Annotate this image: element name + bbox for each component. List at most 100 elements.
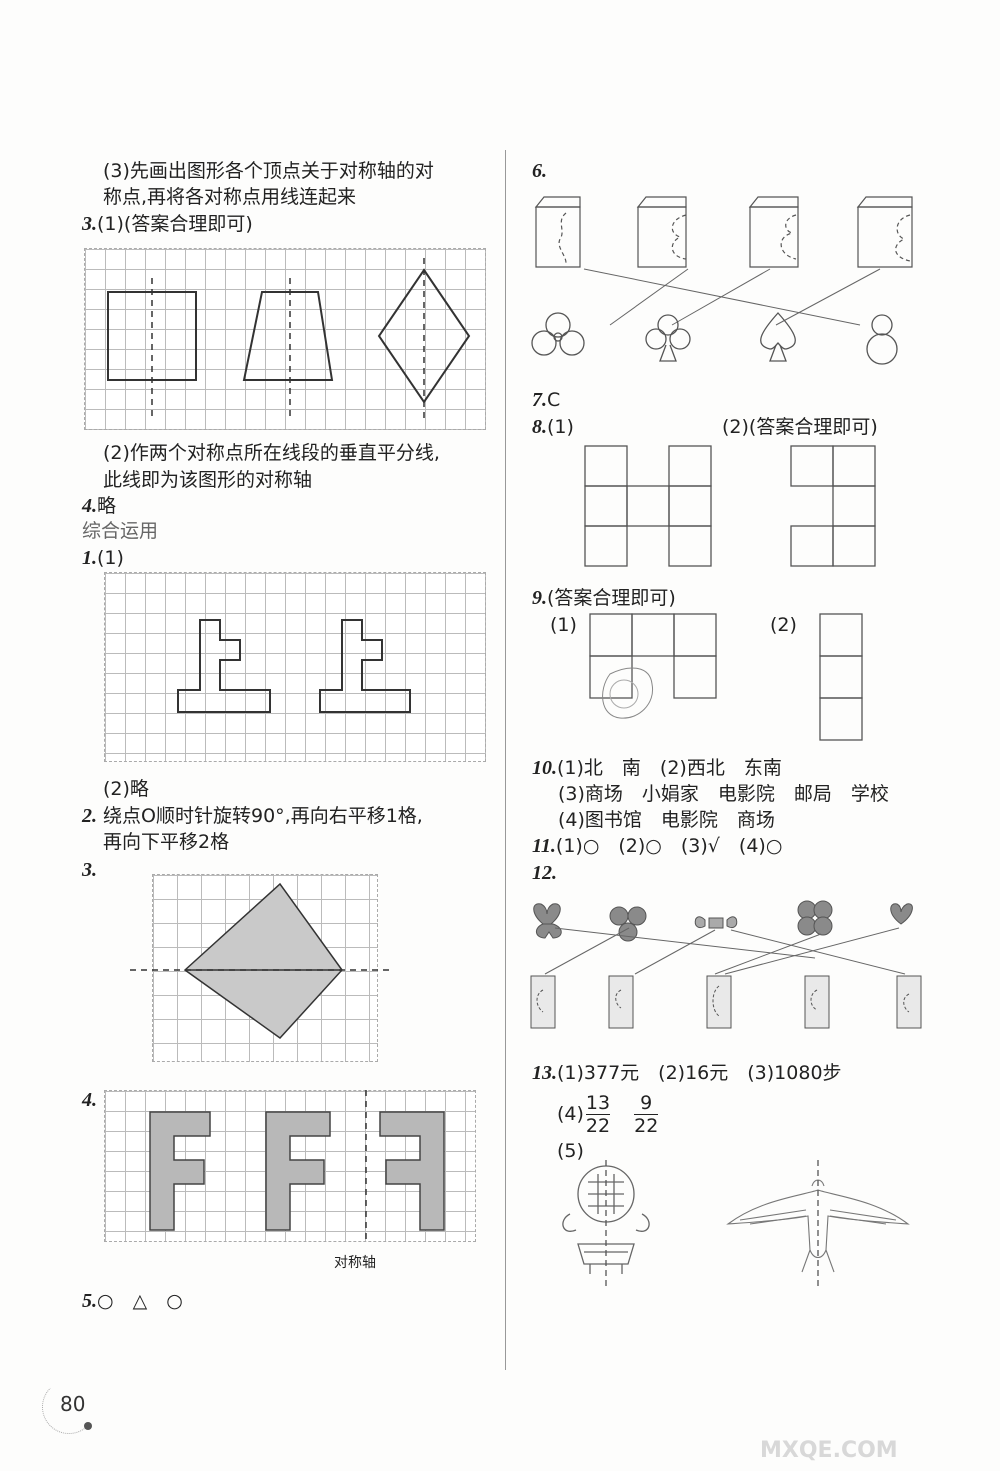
q6-number: 6.	[532, 160, 547, 182]
q3-heading: 3.(1)(答案合理即可)	[82, 211, 253, 237]
c5-number: 5.	[82, 1290, 97, 1312]
q8-number: 8.	[532, 416, 547, 438]
shang-shape-2	[319, 619, 411, 713]
c3-number: 3.	[82, 859, 97, 881]
column-divider	[505, 150, 506, 1370]
folded-card-2	[608, 975, 634, 1029]
frac2-denominator: 22	[634, 1114, 659, 1137]
q13-text1: (1)377元 (2)16元 (3)1080步	[557, 1062, 842, 1084]
folded-card-3	[706, 975, 732, 1029]
folded-paper-4	[856, 196, 913, 268]
bow-shape	[694, 916, 738, 929]
folded-paper-1	[534, 196, 581, 268]
c1-text: (1)	[97, 547, 124, 569]
q9-part2: (2)	[770, 614, 797, 636]
folded-paper-3	[748, 196, 799, 268]
c1-grid	[104, 572, 486, 762]
q7-heading: 7.C	[532, 387, 560, 413]
q3-figures	[107, 258, 471, 420]
q2-3-line2: 称点,再将各对称点用线连起来	[103, 186, 357, 208]
shang-shape-1	[177, 619, 271, 713]
q8-net-1	[584, 445, 712, 567]
folded-card-1	[530, 975, 556, 1029]
q10-line3: (4)图书馆 电影院 商场	[558, 809, 775, 831]
c3-heading: 3.	[82, 857, 97, 883]
folded-paper-2	[636, 196, 687, 268]
trapezoid-shape	[242, 291, 334, 381]
c5-heading: 5.○ △ ○	[82, 1288, 183, 1314]
f-shape-1	[149, 1111, 211, 1231]
frac1-denominator: 22	[585, 1114, 611, 1137]
q13-figures	[562, 1160, 910, 1290]
q8-heading: 8.(1)	[532, 414, 574, 440]
q11-heading: 11.(1)○ (2)○ (3)√ (4)○	[532, 833, 782, 859]
page-number: 80	[60, 1392, 86, 1416]
q2-3-line1: (3)先画出图形各个顶点关于对称轴的对	[103, 160, 434, 182]
frac2-numerator: 9	[640, 1092, 653, 1114]
q10-line1: 10.(1)北 南 (2)西北 东南	[532, 755, 782, 781]
q12-heading: 12.	[532, 860, 557, 886]
c2-line1: 2. 绕点O顺时针旋转90°,再向右平移1格,	[82, 803, 423, 829]
page-number-dot	[84, 1422, 92, 1430]
c1-figures	[177, 619, 411, 713]
q3-text: (1)(答案合理即可)	[97, 213, 253, 235]
watermark: MXQE.COM	[760, 1438, 898, 1463]
q4-number: 4.	[82, 495, 97, 517]
c5-text: ○ △ ○	[97, 1290, 183, 1312]
club-shape	[645, 314, 691, 362]
q9-net-1	[589, 613, 717, 699]
f-shape-mirrored	[379, 1111, 445, 1231]
c4-figures	[149, 1090, 445, 1240]
q10-line2: (3)商场 小娟家 电影院 邮局 学校	[558, 783, 889, 805]
gourd-shape	[866, 314, 898, 365]
c2-number: 2.	[82, 805, 97, 827]
folded-card-4	[804, 975, 830, 1029]
q8-nets	[584, 445, 876, 567]
q9-heading: 9.(答案合理即可)	[532, 585, 676, 611]
q9-number: 9.	[532, 587, 547, 609]
flower-shape	[531, 312, 585, 356]
c2-line2: 再向下平移2格	[103, 831, 230, 853]
q13-part5: (5)	[557, 1140, 584, 1162]
kite-shape	[183, 882, 343, 1039]
q6-matching-figure	[531, 196, 913, 365]
q8-part2: (2)(答案合理即可)	[722, 416, 878, 438]
eagle-kite	[726, 1179, 910, 1273]
q13-number: 13.	[532, 1062, 557, 1084]
q9-net-2	[819, 613, 863, 741]
q10-number: 10.	[532, 757, 557, 779]
heart-shape	[890, 903, 913, 925]
c1-number: 1.	[82, 547, 97, 569]
q12-matching-figure	[530, 900, 922, 1029]
c2-text1: 绕点O顺时针旋转90°,再向右平移1格,	[103, 805, 423, 827]
q13-line1: 13.(1)377元 (2)16元 (3)1080步	[532, 1060, 842, 1086]
frac1-numerator: 13	[585, 1092, 611, 1114]
c4-number: 4.	[82, 1089, 97, 1111]
q9-part1: (1)	[550, 614, 577, 636]
q7-number: 7.	[532, 389, 547, 411]
double-heart-shape	[533, 903, 562, 939]
axis-label: 对称轴	[334, 1255, 376, 1271]
q6-heading: 6.	[532, 158, 547, 184]
q9-nets	[589, 613, 863, 741]
q9-text: (答案合理即可)	[547, 587, 676, 609]
q3-2-line1: (2)作两个对称点所在线段的垂直平分线,	[103, 442, 440, 464]
q3-number: 3.	[82, 213, 97, 235]
spade-shape	[760, 312, 796, 362]
q11-number: 11.	[532, 835, 556, 857]
c1-part2: (2)略	[103, 778, 149, 800]
triple-heart-shape	[609, 906, 647, 942]
c4-heading: 4.	[82, 1087, 97, 1113]
c1-heading: 1.(1)	[82, 545, 124, 571]
stamp-mark	[602, 667, 654, 719]
q8-part1: (1)	[547, 416, 574, 438]
q3-2-line2: 此线即为该图形的对称轴	[103, 469, 313, 491]
q4-text: 略	[97, 495, 117, 517]
page-number-decoration	[42, 1380, 96, 1434]
c3-figure	[130, 882, 392, 1039]
q13-part4-label: (4)	[557, 1103, 584, 1125]
four-leaf-shape	[797, 900, 833, 936]
